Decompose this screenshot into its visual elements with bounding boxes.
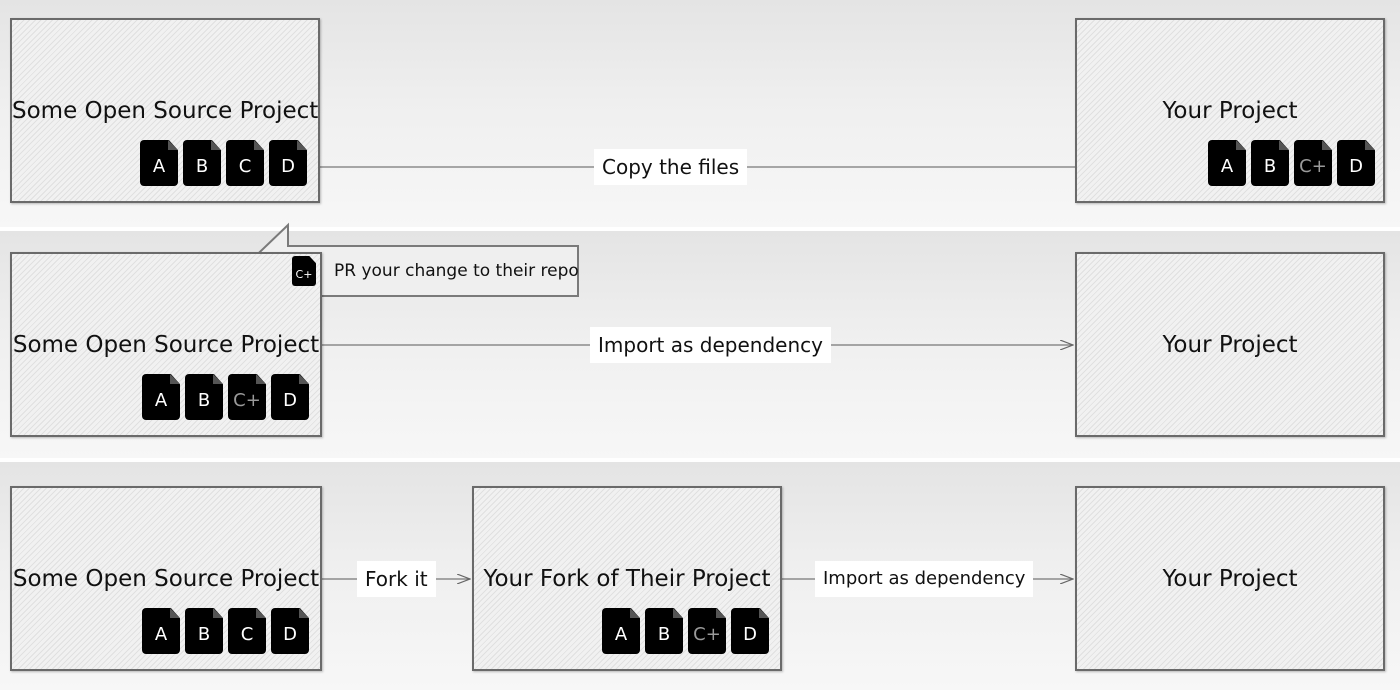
file-icon: D bbox=[271, 608, 309, 654]
file-icon: A bbox=[602, 608, 640, 654]
modified-file-icon: C+ bbox=[1294, 140, 1332, 186]
row3-fork-files: A B C+ D bbox=[602, 608, 769, 654]
row1-target-box: Your Project A B C+ D bbox=[1075, 18, 1385, 203]
row3-fork-title: Your Fork of Their Project bbox=[483, 566, 771, 592]
file-icon: A bbox=[142, 608, 180, 654]
file-icon: C bbox=[226, 140, 264, 186]
file-icon: D bbox=[269, 140, 307, 186]
fork-label: Fork it bbox=[357, 561, 436, 597]
row3-source-title: Some Open Source Project bbox=[12, 566, 320, 592]
row2-source-files: A B C+ D bbox=[142, 374, 309, 420]
row3-source-files: A B C D bbox=[142, 608, 309, 654]
file-icon: A bbox=[142, 374, 180, 420]
row3-source-box: Some Open Source Project A B C D bbox=[10, 486, 322, 671]
row3-fork-box: Your Fork of Their Project A B C+ D bbox=[472, 486, 782, 671]
row3-edge-label: Import as dependency bbox=[815, 561, 1034, 597]
row1-target-files: A B C+ D bbox=[1208, 140, 1375, 186]
file-icon: B bbox=[185, 608, 223, 654]
file-icon: D bbox=[731, 608, 769, 654]
file-icon: D bbox=[271, 374, 309, 420]
row2-target-box: Your Project bbox=[1075, 252, 1385, 437]
row2-source-box: Some Open Source Project A B C+ D bbox=[10, 252, 322, 437]
pr-file-icon: C+ bbox=[292, 256, 316, 286]
file-icon: C bbox=[228, 608, 266, 654]
row2-target-title: Your Project bbox=[1162, 332, 1298, 358]
row1-source-title: Some Open Source Project bbox=[12, 98, 319, 124]
file-icon: B bbox=[1251, 140, 1289, 186]
pr-label: PR your change to their repo bbox=[334, 261, 579, 281]
modified-file-icon: C+ bbox=[228, 374, 266, 420]
row1-source-files: A B C D bbox=[140, 140, 307, 186]
row3-target-box: Your Project bbox=[1075, 486, 1385, 671]
file-icon: B bbox=[185, 374, 223, 420]
file-icon: A bbox=[140, 140, 178, 186]
row1-target-title: Your Project bbox=[1162, 98, 1298, 124]
file-icon: B bbox=[183, 140, 221, 186]
row2-edge-label: Import as dependency bbox=[590, 327, 831, 363]
file-icon: A bbox=[1208, 140, 1246, 186]
row1-edge-label: Copy the files bbox=[594, 149, 748, 185]
row2-source-title: Some Open Source Project bbox=[12, 332, 320, 358]
row3-target-title: Your Project bbox=[1162, 566, 1298, 592]
file-icon: D bbox=[1337, 140, 1375, 186]
file-icon: B bbox=[645, 608, 683, 654]
row1-source-box: Some Open Source Project A B C D bbox=[10, 18, 320, 203]
modified-file-icon: C+ bbox=[688, 608, 726, 654]
